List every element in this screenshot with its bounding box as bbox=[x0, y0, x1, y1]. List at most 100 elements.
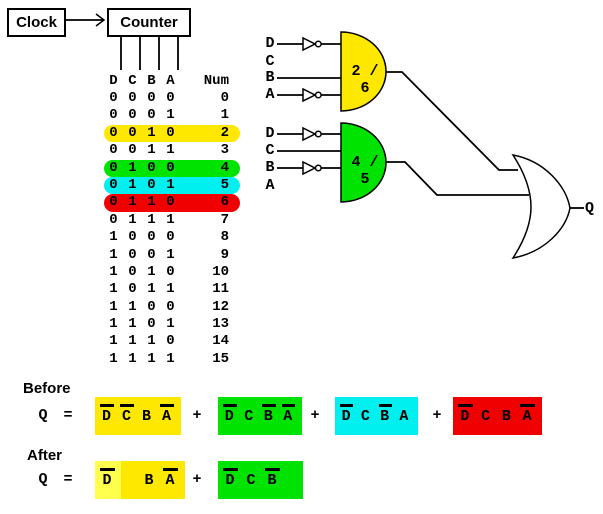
bit-cell: 1 bbox=[109, 263, 118, 280]
bit-cell: 0 bbox=[109, 159, 118, 176]
num-cell: 6 bbox=[220, 194, 229, 211]
bit-cell: 0 bbox=[166, 229, 175, 246]
plus-operator: + bbox=[192, 407, 202, 424]
output-q-label: Q bbox=[585, 200, 595, 217]
plus-operator: + bbox=[432, 407, 442, 424]
bit-cell: 1 bbox=[109, 246, 118, 263]
bit-cell: 1 bbox=[166, 176, 175, 193]
inverter-bubble-icon bbox=[314, 164, 322, 172]
bit-cell: 1 bbox=[109, 350, 118, 367]
gate1-input-label-a: A bbox=[265, 86, 275, 103]
num-cell: 13 bbox=[212, 316, 229, 333]
bit-cell: 0 bbox=[166, 90, 175, 106]
literal-C: C bbox=[246, 471, 256, 489]
num-cell: 8 bbox=[220, 229, 229, 246]
bit-cell: 1 bbox=[128, 211, 137, 228]
bit-cell: 0 bbox=[128, 142, 137, 159]
counter-box: Counter bbox=[107, 8, 191, 37]
after-heading: After bbox=[27, 447, 63, 464]
inverter-icon bbox=[302, 87, 317, 103]
bit-cell: 0 bbox=[128, 281, 137, 298]
bit-cell: 1 bbox=[128, 298, 137, 315]
bit-cell: 0 bbox=[109, 142, 118, 159]
plus-operator: + bbox=[310, 407, 320, 424]
gate2-to-or-wire bbox=[386, 161, 529, 196]
bit-cell: 0 bbox=[147, 90, 156, 106]
bit-cell: 1 bbox=[166, 142, 175, 159]
literal-C: C bbox=[360, 407, 370, 425]
literal-B: B bbox=[144, 471, 154, 489]
term-accent-strip bbox=[95, 461, 121, 499]
num-cell: 0 bbox=[220, 90, 229, 106]
and-gate-2-6 bbox=[340, 31, 387, 112]
literal-A: A bbox=[399, 407, 409, 425]
bit-cell: 1 bbox=[109, 281, 118, 298]
bit-cell: 0 bbox=[109, 124, 118, 141]
num-cell: 3 bbox=[220, 142, 229, 159]
bit-cell: 1 bbox=[147, 263, 156, 280]
gate2-input-label-c: C bbox=[265, 142, 275, 159]
bit-cell: 0 bbox=[128, 229, 137, 246]
literal-D: D bbox=[100, 467, 115, 489]
literal-B: B bbox=[378, 403, 393, 425]
bit-cell: 1 bbox=[147, 333, 156, 350]
bit-cell: 1 bbox=[109, 316, 118, 333]
literal-B: B bbox=[141, 407, 151, 425]
column-header: D bbox=[109, 73, 118, 89]
literal-gap bbox=[122, 473, 134, 488]
num-cell: 2 bbox=[220, 124, 229, 141]
plus-operator: + bbox=[192, 471, 202, 488]
bit-cell: 1 bbox=[109, 229, 118, 246]
bit-cell: 1 bbox=[166, 211, 175, 228]
bit-cell: 1 bbox=[128, 333, 137, 350]
bit-cell: 0 bbox=[166, 298, 175, 315]
num-cell: 7 bbox=[220, 211, 229, 228]
gate2-label: 4 / 5 bbox=[351, 154, 379, 188]
column-header: B bbox=[147, 73, 156, 89]
bit-cell: 0 bbox=[147, 176, 156, 193]
num-cell: 10 bbox=[212, 263, 229, 280]
inverter-bubble-icon bbox=[314, 130, 322, 138]
bit-cell: 1 bbox=[147, 124, 156, 141]
bit-cell: 0 bbox=[109, 90, 118, 106]
inverter-bubble-icon bbox=[314, 40, 322, 48]
literal-A: A bbox=[160, 403, 174, 425]
bit-cell: 0 bbox=[128, 124, 137, 141]
before-heading: Before bbox=[23, 380, 71, 397]
bit-cell: 0 bbox=[109, 107, 118, 124]
bit-cell: 0 bbox=[128, 107, 137, 124]
bit-cell: 0 bbox=[147, 107, 156, 124]
literal-A: A bbox=[520, 403, 535, 425]
bit-cell: 0 bbox=[128, 246, 137, 263]
bit-cell: 1 bbox=[166, 316, 175, 333]
gate1-to-or-wire bbox=[386, 71, 518, 171]
num-cell: 14 bbox=[212, 333, 229, 350]
literal-B: B bbox=[265, 467, 280, 489]
bit-cell: 1 bbox=[128, 316, 137, 333]
bit-cell: 0 bbox=[147, 246, 156, 263]
bit-cell: 0 bbox=[109, 176, 118, 193]
num-cell: 11 bbox=[212, 281, 229, 298]
bit-cell: 0 bbox=[109, 194, 118, 211]
bit-cell: 1 bbox=[166, 350, 175, 367]
gate1-input-label-c: C bbox=[265, 53, 275, 70]
inverter-icon bbox=[302, 36, 317, 52]
